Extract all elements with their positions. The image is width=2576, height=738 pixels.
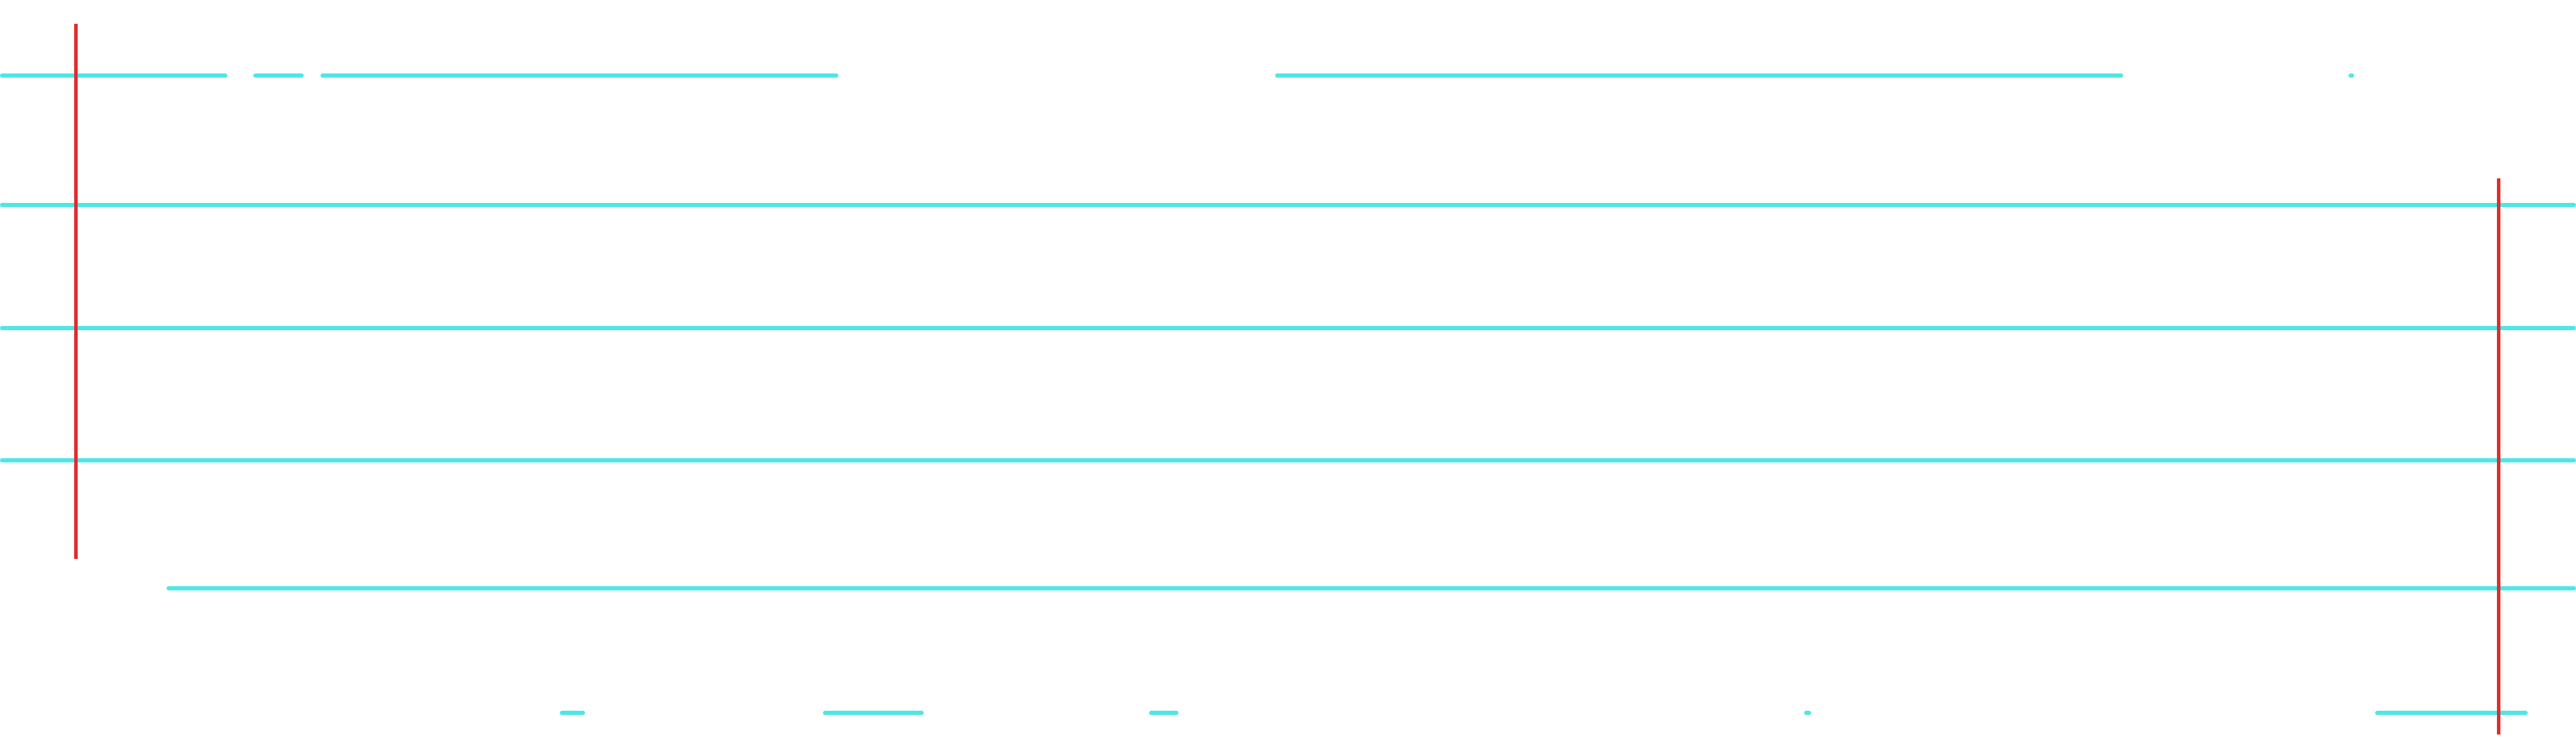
rule-line-1-segment-d <box>1275 73 2123 78</box>
rule-line-3 <box>0 326 2576 330</box>
rule-line-2 <box>0 203 2576 207</box>
rule-line-6-segment-d <box>1804 711 1811 715</box>
rule-line-1-segment-c <box>321 73 838 78</box>
rule-line-1-segment-e <box>2349 73 2354 78</box>
rule-line-1-segment-a <box>0 73 227 78</box>
right-margin-line <box>2497 178 2500 735</box>
rule-line-4 <box>0 458 2576 462</box>
rule-line-6-segment-b <box>823 711 924 715</box>
left-margin-line <box>74 24 78 559</box>
rule-line-6-segment-c <box>1149 711 1178 715</box>
rule-line-5 <box>167 586 2576 590</box>
rule-line-6-segment-a <box>560 711 585 715</box>
rule-line-1-segment-b <box>253 73 304 78</box>
rule-line-6-segment-e <box>2375 711 2528 715</box>
